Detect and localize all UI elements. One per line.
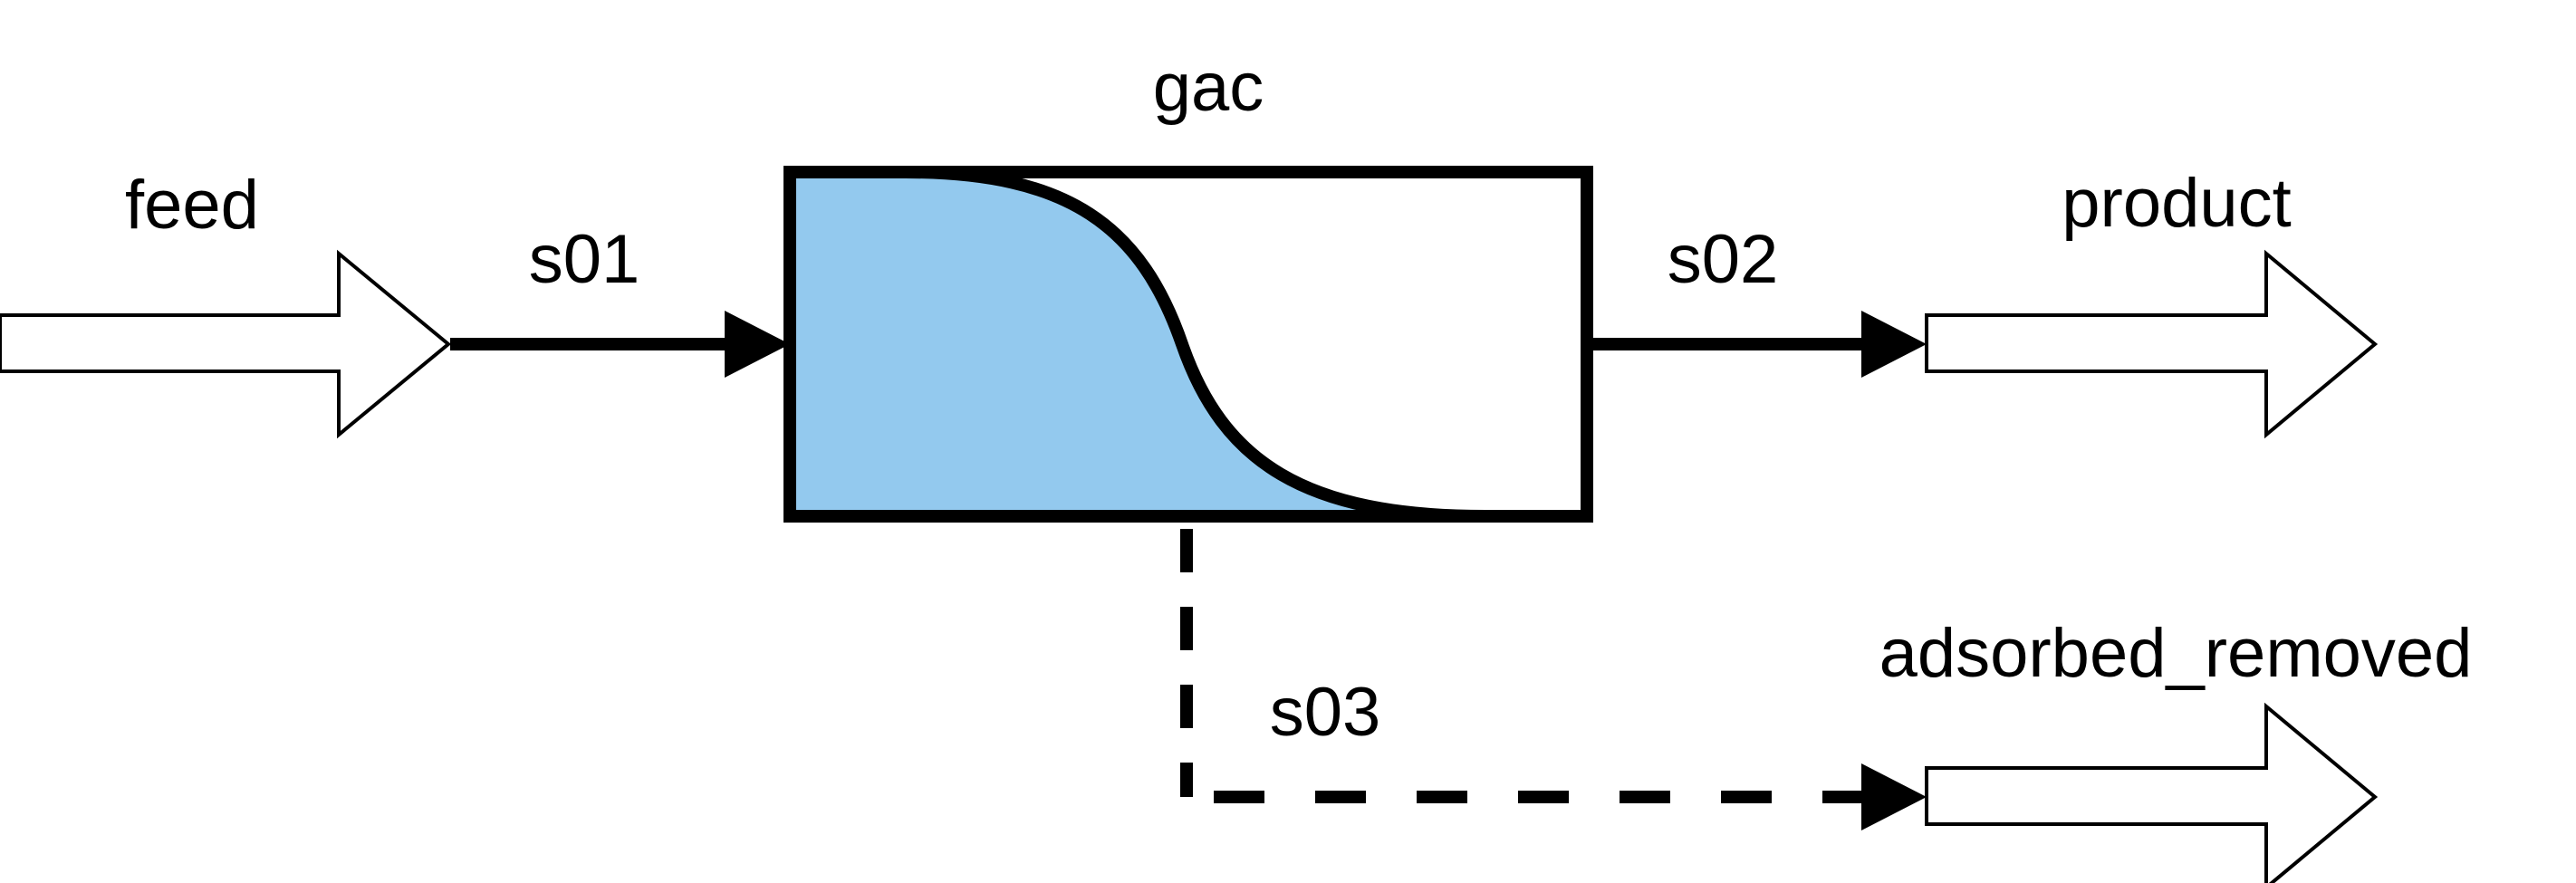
stream-s03-label: s03 xyxy=(1270,674,1381,751)
adsorbed-removed-label: adsorbed_removed xyxy=(1879,615,2473,692)
product-arrow-icon xyxy=(1925,249,2379,439)
gac-unit[interactable] xyxy=(783,166,1593,523)
stream-s01-label: s01 xyxy=(529,221,640,298)
adsorbed-removed-arrow-icon xyxy=(1925,702,2379,883)
gac-breakthrough-curve-icon xyxy=(790,172,1485,516)
gac-breakthrough-curve-line xyxy=(905,166,1486,523)
feed-arrow-icon xyxy=(0,249,452,439)
stream-s03-arrowhead-icon xyxy=(1861,763,1927,830)
stream-s02-arrowhead-icon xyxy=(1861,311,1927,378)
stream-s01-arrowhead-icon xyxy=(725,311,790,378)
product-label: product xyxy=(2062,165,2292,242)
stream-s02-label: s02 xyxy=(1668,221,1779,298)
feed-label: feed xyxy=(125,167,259,244)
gac-unit-label: gac xyxy=(1153,49,1264,126)
